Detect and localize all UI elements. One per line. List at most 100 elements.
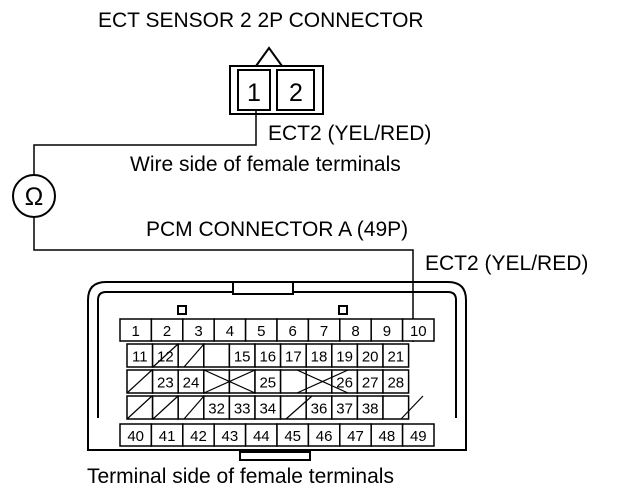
pcm-pin-label: 46 [316, 428, 333, 445]
pcm-pin-cell: 34 [254, 395, 282, 420]
pcm-pin-label: 9 [383, 323, 391, 340]
pcm-pin-label: 38 [362, 401, 379, 418]
pcm-pin-label: 28 [387, 375, 404, 392]
pcm-pin-label: 7 [320, 323, 328, 340]
pcm-pin-box [401, 423, 435, 447]
pcm-pin-cell: 32 [203, 395, 231, 420]
pcm-pin-label: 8 [351, 323, 359, 340]
pcm-pin-cell: 42 [182, 423, 215, 447]
ohmmeter-leads [33, 110, 414, 342]
pcm-pin-cell: 47 [339, 423, 372, 447]
pcm-pin-cell: 2 [150, 318, 184, 342]
pcm-pin-label: 32 [208, 401, 225, 418]
ect2-wire-label-pcm: ECT2 (YEL/RED) [425, 252, 588, 275]
pcm-pin-label: 45 [284, 428, 301, 445]
pcm-pin-label: 43 [222, 428, 239, 445]
sensor-pin-1: 1 [247, 79, 261, 107]
pcm-pin-label: 16 [259, 349, 276, 366]
pcm-pin-cell: 40 [119, 423, 153, 447]
pcm-pin-box [305, 369, 333, 394]
pcm-pin-cell: 19 [331, 343, 359, 368]
ohm-symbol: Ω [25, 183, 44, 211]
pcm-pin-label: 37 [336, 401, 353, 418]
pcm-pin-label: 23 [157, 375, 174, 392]
pcm-pin-label: 26 [336, 375, 353, 392]
ohmmeter-icon [12, 174, 56, 218]
empty-cavity-mark [400, 395, 424, 420]
pcm-pin-label: 1 [132, 323, 140, 340]
empty-cavity-mark [183, 343, 205, 368]
empty-cavity-mark [285, 395, 313, 420]
pcm-pin-cell: 43 [213, 423, 247, 447]
pcm-pin-label: 36 [311, 401, 328, 418]
pcm-pin-cell: 33 [228, 395, 256, 420]
pcm-pin-label: 40 [127, 428, 144, 445]
pcm-pin-cell: 28 [382, 369, 410, 394]
empty-cavity-mark [183, 395, 205, 420]
pcm-connector-housing [87, 281, 467, 461]
pcm-pin-box [203, 343, 231, 368]
pcm-pin-cell [177, 395, 205, 420]
pcm-pin-cell: 26 [331, 369, 359, 394]
pcm-pin-label: 48 [379, 428, 396, 445]
pcm-connector-label: PCM CONNECTOR A (49P) [146, 218, 408, 241]
terminal-side-label: Terminal side of female terminals [87, 465, 394, 488]
pcm-pin-label: 25 [259, 375, 276, 392]
pcm-pin-label: 4 [226, 323, 234, 340]
sensor-pin-2: 2 [289, 79, 303, 107]
pcm-pin-label: 24 [183, 375, 200, 392]
pcm-pin-cell: 44 [244, 423, 278, 447]
pcm-pin-label: 42 [190, 428, 207, 445]
pcm-pin-box [279, 395, 307, 420]
wire-side-label: Wire side of female terminals [130, 153, 401, 176]
pcm-pin-cell: 23 [151, 369, 179, 394]
ect2-wire-label-sensor: ECT2 (YEL/RED) [268, 122, 431, 145]
pcm-pin-cell: 4 [213, 318, 247, 342]
pcm-pin-cell: 20 [356, 343, 384, 368]
pcm-pin-cell [279, 369, 307, 394]
pcm-pin-cell: 5 [244, 318, 278, 342]
pcm-pin-label: 6 [289, 323, 297, 340]
pcm-pin-label: 27 [362, 375, 379, 392]
pcm-pin-cell: 21 [382, 343, 410, 368]
pcm-pin-cell [203, 369, 231, 394]
pcm-pin-label: 17 [285, 349, 302, 366]
pcm-pin-label: 3 [194, 323, 202, 340]
pcm-pin-cell: 27 [356, 369, 384, 394]
pcm-pin-cell: 41 [150, 423, 184, 447]
pcm-pin-cell: 37 [331, 395, 359, 420]
pcm-pin-label: 21 [387, 349, 404, 366]
pcm-pin-cell: 46 [307, 423, 341, 447]
pcm-pin-label: 47 [347, 428, 364, 445]
pcm-pin-label: 2 [163, 323, 171, 340]
pcm-pin-box [177, 395, 205, 420]
pcm-pin-cell [305, 369, 333, 394]
pcm-pin-label: 18 [311, 349, 328, 366]
pcm-pin-cell: 10 [401, 318, 435, 342]
pcm-pin-cell [382, 395, 410, 420]
pcm-pin-box [279, 369, 307, 394]
pcm-pin-cell: 8 [339, 318, 372, 342]
pcm-pin-cell: 6 [276, 318, 310, 342]
pcm-pin-cell: 9 [370, 318, 404, 342]
pcm-pin-cell: 24 [177, 369, 205, 394]
pcm-pin-cell: 18 [305, 343, 333, 368]
pcm-pin-cell [279, 395, 307, 420]
pcm-pin-label: 5 [257, 323, 265, 340]
pcm-pin-box [177, 343, 205, 368]
pcm-pin-label: 12 [157, 349, 174, 366]
pcm-empty-cavity-marks [126, 343, 424, 420]
empty-cavity-mark [152, 343, 179, 368]
pcm-pin-box [203, 369, 231, 394]
pcm-pin-cell: 7 [307, 318, 341, 342]
ect-sensor-connector [229, 46, 324, 115]
pcm-pin-cell: 49 [401, 423, 435, 447]
sensor-connector-title: ECT SENSOR 2 2P CONNECTOR [98, 9, 424, 32]
pcm-pin-label: 34 [259, 401, 276, 418]
empty-cavity-mark [126, 395, 153, 420]
pcm-pin-box [228, 369, 256, 394]
pcm-pin-cell: 45 [276, 423, 310, 447]
pcm-pin-cell [177, 343, 205, 368]
pcm-pin-cell: 3 [182, 318, 215, 342]
